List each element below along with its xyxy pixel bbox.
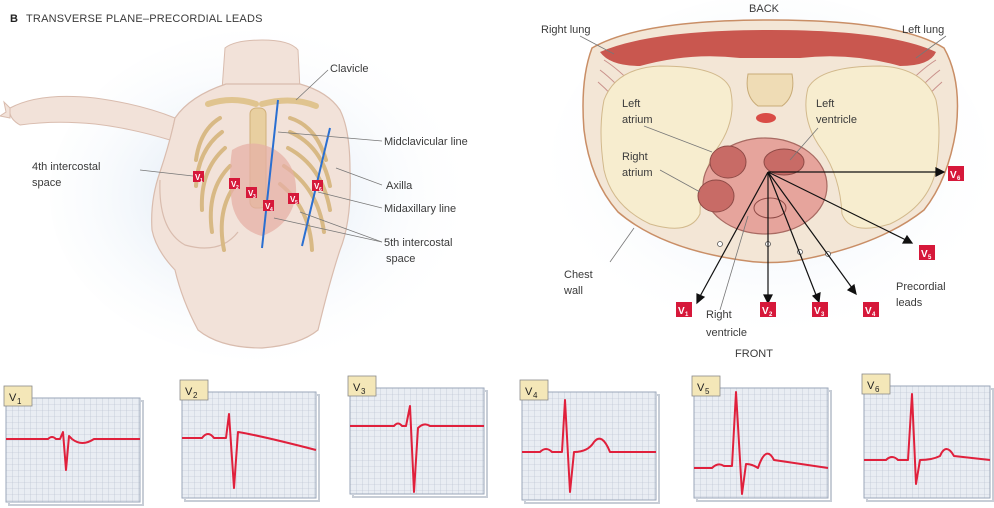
aorta bbox=[756, 113, 776, 123]
label-4th-intercostal-2: space bbox=[32, 177, 61, 189]
panel-title: TRANSVERSE PLANE–PRECORDIAL LEADS bbox=[26, 13, 263, 25]
ecg-grid bbox=[522, 392, 656, 500]
ecg-lead-letter: V bbox=[353, 382, 361, 394]
ecg-lead-letter: V bbox=[185, 386, 193, 398]
ecg-strip-v1: V1 bbox=[4, 386, 143, 505]
panel-letter: B bbox=[10, 13, 18, 25]
svg-text:4: 4 bbox=[270, 207, 273, 213]
torso-illustration: V1 V2 V3 V4 V5 V6 bbox=[0, 30, 480, 360]
ecg-lead-letter: V bbox=[867, 380, 875, 392]
label-left-atrium-1: Left bbox=[622, 98, 640, 110]
right-atrium-chamber bbox=[698, 180, 734, 212]
label-left-ventricle-2: ventricle bbox=[816, 114, 857, 126]
svg-text:V: V bbox=[678, 306, 685, 317]
ecg-lead-number: 1 bbox=[17, 397, 22, 406]
label-right-ventricle-1: Right bbox=[706, 309, 732, 321]
label-precordial-1: Precordial bbox=[896, 281, 946, 293]
label-left-atrium-2: atrium bbox=[622, 114, 653, 126]
svg-text:V: V bbox=[950, 170, 957, 181]
label-chest-wall-1: Chest bbox=[564, 269, 593, 281]
ecg-grid bbox=[6, 398, 140, 502]
ecg-grid bbox=[694, 388, 828, 498]
label-back: BACK bbox=[749, 3, 780, 15]
svg-text:3: 3 bbox=[253, 194, 256, 200]
label-4th-intercostal: 4th intercostal bbox=[32, 161, 100, 173]
svg-text:V: V bbox=[921, 249, 928, 260]
hand bbox=[0, 102, 10, 118]
label-5th-intercostal: 5th intercostal bbox=[384, 237, 452, 249]
label-midclavicular-line: Midclavicular line bbox=[384, 136, 468, 148]
label-right-atrium-2: atrium bbox=[622, 167, 653, 179]
svg-text:V: V bbox=[762, 306, 769, 317]
lead-badge-v4-section: V4 bbox=[863, 302, 879, 318]
ecg-lead-number: 3 bbox=[361, 387, 366, 396]
svg-text:V: V bbox=[814, 306, 821, 317]
right-ventricle-chamber bbox=[754, 198, 786, 218]
label-left-lung: Left lung bbox=[902, 24, 944, 36]
ecg-lead-letter: V bbox=[9, 392, 17, 404]
label-midaxillary-line: Midaxillary line bbox=[384, 203, 456, 215]
ecg-grid bbox=[864, 386, 990, 498]
ecg-lead-number: 5 bbox=[705, 387, 710, 396]
neck bbox=[222, 40, 300, 90]
svg-text:2: 2 bbox=[236, 185, 239, 191]
ecg-lead-number: 4 bbox=[533, 391, 538, 400]
label-left-ventricle-1: Left bbox=[816, 98, 834, 110]
left-ventricle-chamber bbox=[764, 149, 804, 175]
label-5th-intercostal-2: space bbox=[386, 253, 415, 265]
svg-text:5: 5 bbox=[295, 200, 298, 206]
label-right-ventricle-2: ventricle bbox=[706, 327, 747, 339]
ecg-strips: V1V2V3V4V5V6 bbox=[4, 374, 993, 505]
svg-text:V: V bbox=[865, 306, 872, 317]
svg-text:1: 1 bbox=[200, 178, 203, 184]
left-atrium-chamber bbox=[710, 146, 746, 178]
label-front: FRONT bbox=[735, 348, 773, 360]
label-right-atrium-1: Right bbox=[622, 151, 648, 163]
label-right-lung: Right lung bbox=[541, 24, 591, 36]
vertebra bbox=[747, 74, 793, 106]
ecg-lead-number: 6 bbox=[875, 385, 880, 394]
ecg-lead-letter: V bbox=[525, 386, 533, 398]
label-clavicle: Clavicle bbox=[330, 63, 369, 75]
label-precordial-2: leads bbox=[896, 297, 923, 309]
figure-title: B TRANSVERSE PLANE–PRECORDIAL LEADS bbox=[10, 13, 263, 25]
ecg-lead-number: 2 bbox=[193, 391, 198, 400]
label-chest-wall-2: wall bbox=[563, 285, 583, 297]
ecg-strip-v3: V3 bbox=[348, 376, 487, 497]
ecg-lead-letter: V bbox=[697, 382, 705, 394]
label-axilla: Axilla bbox=[386, 180, 413, 192]
